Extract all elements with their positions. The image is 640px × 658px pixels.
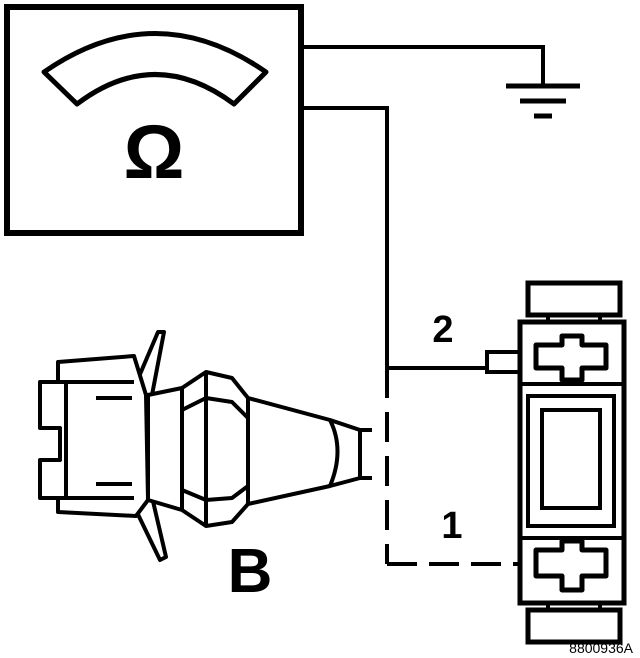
meter-symbol: Ω xyxy=(124,110,185,195)
ohmmeter-icon: Ω xyxy=(4,4,304,236)
test-probe xyxy=(485,350,523,374)
terminal-2-label: 2 xyxy=(432,309,453,351)
terminal-1-label: 1 xyxy=(441,505,462,547)
connector-b-plug xyxy=(38,330,362,562)
ground-icon xyxy=(506,83,580,119)
terminal-2-socket xyxy=(533,333,609,383)
connector-component xyxy=(517,280,627,645)
terminal-1-socket xyxy=(533,538,609,593)
ground-lead xyxy=(301,45,545,86)
measuring-lead xyxy=(301,106,487,370)
figure-reference: 8800936A xyxy=(569,640,634,656)
connector-b-label: B xyxy=(228,537,273,606)
